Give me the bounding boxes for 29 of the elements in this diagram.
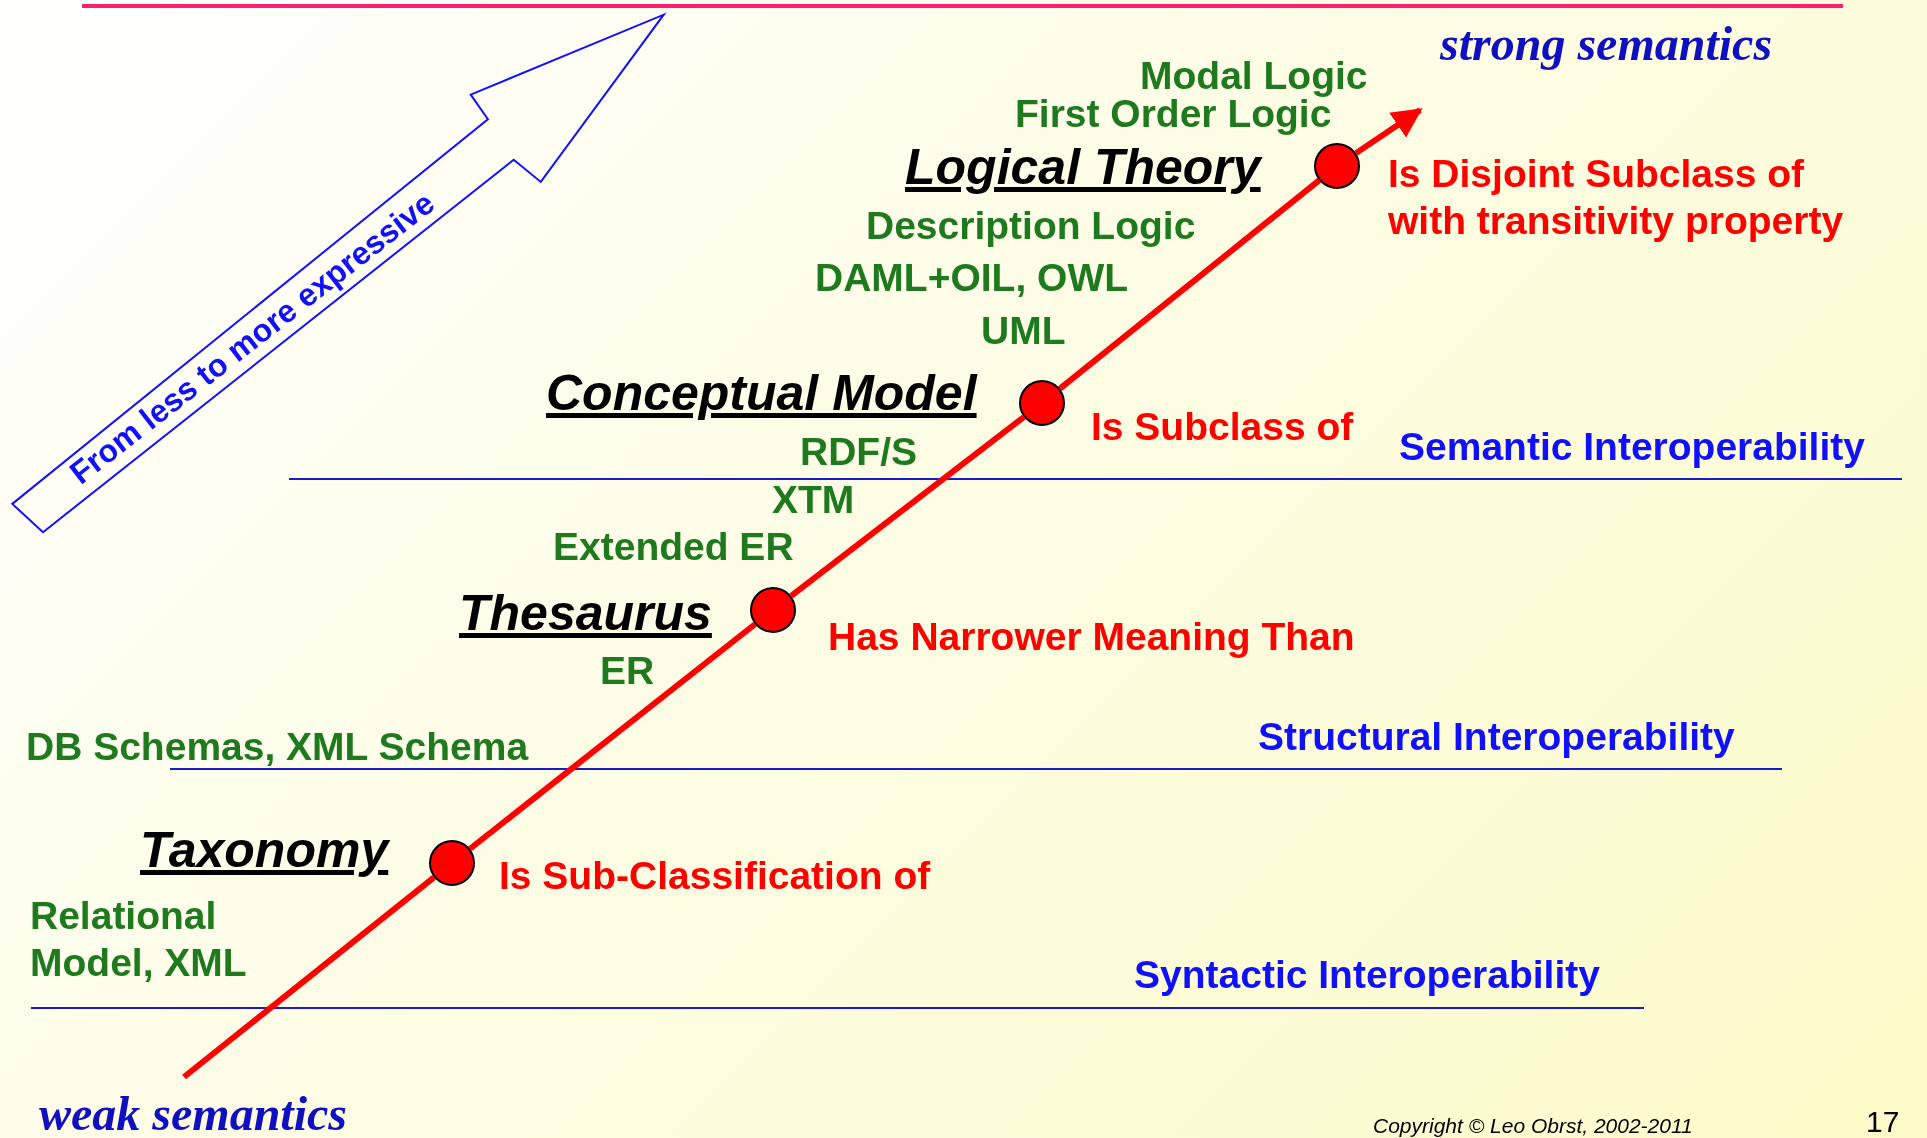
copyright-note: Copyright © Leo Obrst, 2002-2011 (1373, 1113, 1693, 1138)
page-number: 17 (1866, 1104, 1900, 1138)
level-heading: Taxonomy (140, 821, 389, 880)
level-heading: Conceptual Model (546, 364, 977, 423)
level-label: Semantic Interoperability (1399, 423, 1865, 470)
relation-text: Is Disjoint Subclass of with transitivity property (1388, 151, 1845, 244)
language-label: Description Logic (866, 202, 1196, 249)
connector-line (1354, 107, 1423, 156)
connector-line (789, 414, 1026, 599)
level-label: Structural Interoperability (1258, 713, 1735, 760)
language-label: UML (981, 307, 1066, 354)
language-label: XTM (772, 476, 855, 523)
axis-end-label: strong semantics (1440, 16, 1773, 73)
level-label: Syntactic Interoperability (1134, 951, 1600, 998)
language-label: Extended ER (553, 523, 794, 570)
language-label: ER (600, 647, 655, 694)
relation-text: Has Narrower Meaning Than (828, 613, 1355, 660)
language-label: RDF/S (800, 428, 917, 475)
relation-text: Is Subclass of (1091, 403, 1354, 450)
axis-end-label: weak semantics (39, 1086, 347, 1138)
connector-line (182, 875, 436, 1080)
language-label: DB Schemas, XML Schema (26, 723, 529, 770)
connector-line (1058, 178, 1321, 391)
level-heading: Logical Theory (905, 138, 1261, 197)
language-label: DAML+OIL, OWL (815, 254, 1129, 301)
relation-text: Is Sub-Classification of (499, 852, 931, 899)
connector-line (468, 621, 757, 852)
language-label: Relational Model, XML (30, 893, 248, 986)
level-heading: Thesaurus (459, 584, 712, 643)
